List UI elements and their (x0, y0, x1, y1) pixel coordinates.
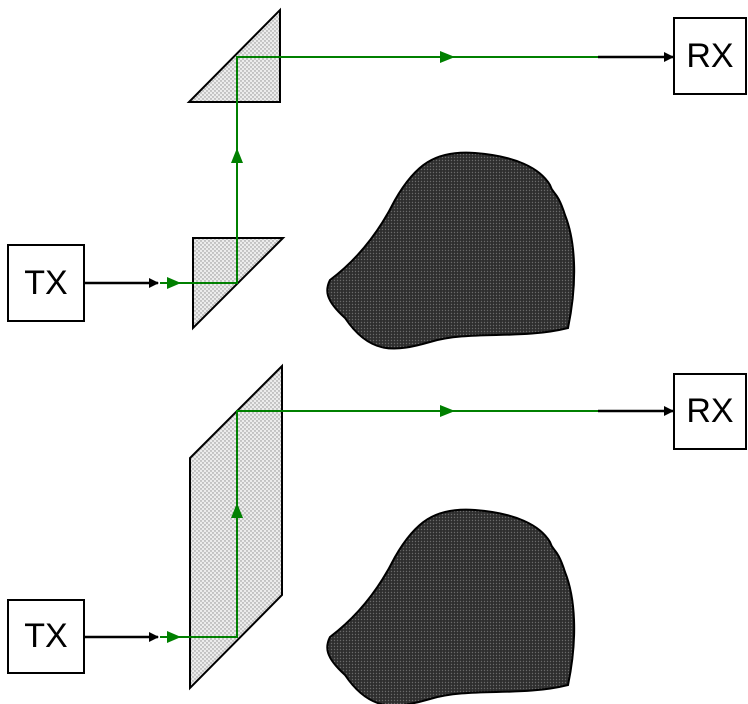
top-beam-path (160, 56, 598, 284)
top-tx-label: TX (24, 264, 67, 302)
bottom-rx-box: RX (673, 373, 747, 450)
bottom-system: TX RX (7, 363, 747, 704)
top-rx-box: RX (673, 17, 747, 95)
bottom-tx-box: TX (7, 599, 85, 674)
bottom-beam-path (160, 410, 598, 638)
bottom-beam-arrow-right (440, 405, 455, 417)
top-beam-arrow-up (231, 148, 243, 163)
top-beam-arrow-right (440, 51, 455, 63)
top-obstacle (326, 151, 576, 350)
top-tx-box: TX (7, 244, 85, 322)
bottom-beam-arrow-up (231, 503, 243, 518)
bottom-beam-arrow-in (167, 631, 181, 643)
bottom-obstacle (326, 508, 576, 704)
bottom-rx-label: RX (686, 392, 733, 430)
top-beam-arrow-in (167, 277, 181, 289)
top-rx-label: RX (686, 37, 733, 75)
bottom-tx-label: TX (24, 617, 67, 655)
top-system: TX RX (7, 7, 747, 350)
